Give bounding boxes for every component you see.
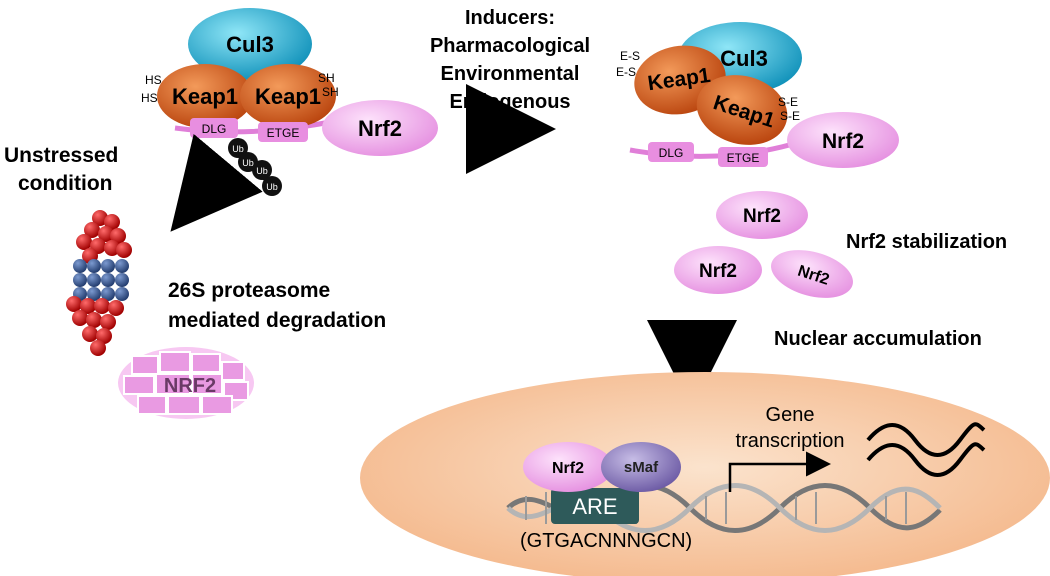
right-nrf2-label: Nrf2	[822, 130, 864, 153]
free-nrf2-2	[674, 246, 762, 294]
degradation-arrow	[170, 133, 263, 232]
left-keap1-b-label: Keap1	[255, 84, 321, 109]
ub-label-2: Ub	[242, 158, 254, 168]
left-nrf2-label: Nrf2	[358, 116, 402, 141]
are-box	[551, 488, 639, 524]
ub-label-3: Ub	[256, 166, 268, 176]
right-etge-box	[718, 147, 768, 167]
degraded-nrf2: NRF2	[118, 347, 254, 419]
right-keap1-b	[696, 75, 788, 145]
nucleus	[360, 372, 1050, 576]
mrna-waves	[866, 422, 986, 477]
are-sequence: (GTGACNNNGCN)	[520, 530, 692, 552]
left-keap1-a	[157, 64, 253, 128]
ub-label-1: Ub	[232, 144, 244, 154]
proteasome-red-bottom	[66, 296, 124, 356]
transcription-arrow	[728, 451, 831, 492]
gene-transcription-line2: transcription	[736, 430, 845, 452]
left-etge-box	[258, 122, 308, 142]
inducers-line2: Pharmacological	[430, 35, 590, 57]
proteasome-label-line1: 26S proteasome	[168, 279, 330, 302]
left-hs-top: HS	[145, 73, 162, 87]
left-nrf2	[322, 100, 438, 156]
nucleus-smaf	[601, 442, 681, 492]
nucleus-smaf-label: sMaf	[624, 459, 659, 476]
free-nrf2-1-label: Nrf2	[743, 206, 781, 227]
degraded-nrf2-label: NRF2	[164, 375, 216, 397]
left-dlg-label: DLG	[202, 122, 227, 136]
proteasome-blue-core	[73, 259, 129, 301]
are-label: ARE	[572, 494, 617, 519]
ubiquitin-chain: Ub Ub Ub Ub	[228, 138, 282, 196]
left-keap1-b	[240, 64, 336, 128]
nucleus-nrf2	[523, 442, 613, 492]
right-cul3-label: Cul3	[720, 46, 768, 71]
unstressed-label-line2: condition	[18, 172, 112, 195]
proteasome-label-line2: mediated degradation	[168, 309, 386, 332]
right-etge-label: ETGE	[727, 151, 760, 165]
right-es-top: E-S	[620, 49, 640, 63]
inducers-line1: Inducers:	[465, 7, 555, 29]
right-nrf2	[787, 112, 899, 168]
left-cul3-label: Cul3	[226, 32, 274, 57]
ub-bead-4	[262, 176, 282, 196]
gene-transcription-line1: Gene	[766, 404, 815, 426]
ub-label-4: Ub	[266, 182, 278, 192]
free-nrf2-group: Nrf2 Nrf2 Nrf2	[674, 191, 853, 298]
proteasome-red-top	[76, 210, 132, 264]
nuclear-accumulation-label: Nuclear accumulation	[774, 328, 982, 350]
left-keap1-a-label: Keap1	[172, 84, 238, 109]
inducers-line4: Endogenous	[449, 91, 570, 113]
right-dlg-box	[648, 142, 694, 162]
left-dlg-box	[190, 118, 238, 138]
right-es-bottom: E-S	[616, 65, 636, 79]
right-se-bottom: S-E	[780, 109, 800, 123]
left-sh-bottom: SH	[322, 85, 339, 99]
nucleus-nrf2-label: Nrf2	[552, 460, 584, 477]
free-nrf2-2-label: Nrf2	[699, 261, 737, 282]
right-keap1-complex: Cul3 Keap1 Keap1 E-S E-S S-E S-E DLG ETG…	[616, 22, 899, 168]
inducers-line3: Environmental	[441, 63, 580, 85]
left-sh-top: SH	[318, 71, 335, 85]
left-hs-bottom: HS	[141, 91, 158, 105]
left-etge-label: ETGE	[267, 126, 300, 140]
free-nrf2-1	[716, 191, 808, 239]
unstressed-label-line1: Unstressed	[4, 144, 118, 167]
left-keap1-complex: Cul3 Keap1 Keap1 HS HS SH SH DLG ETGE Nr…	[141, 8, 438, 196]
stabilization-label: Nrf2 stabilization	[846, 231, 1007, 253]
right-se-top: S-E	[778, 95, 798, 109]
left-cul3	[188, 8, 312, 80]
right-dlg-label: DLG	[659, 146, 684, 160]
free-nrf2-3	[771, 250, 853, 298]
proteasome-26s	[66, 210, 132, 356]
